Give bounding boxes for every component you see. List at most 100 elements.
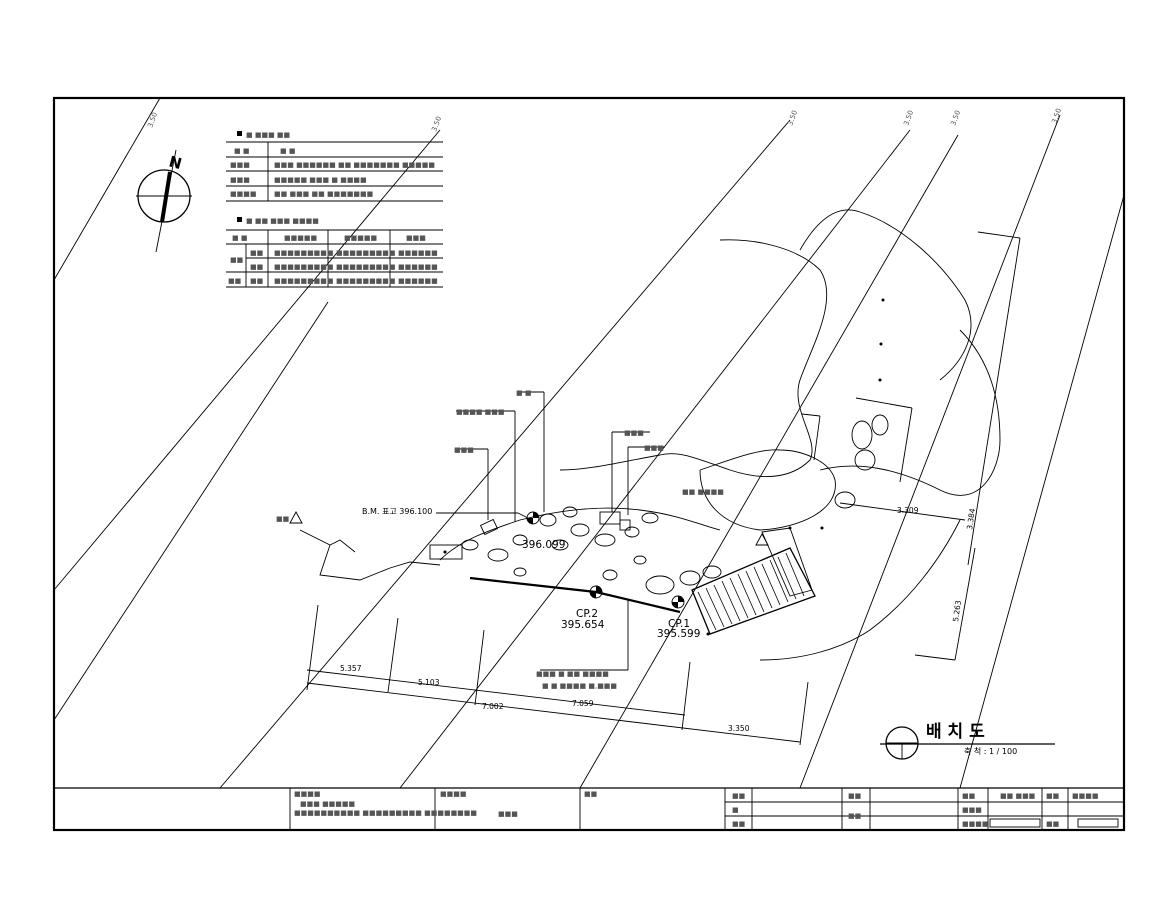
svg-text:■ ■: ■ ■ [516,389,531,397]
svg-text:■■■■■■■■■■ ■■■■■■■■■ ■■■■■■■■: ■■■■■■■■■■ ■■■■■■■■■ ■■■■■■■■ [294,809,477,817]
svg-text:■■■■: ■■■■ [1072,792,1098,800]
svg-text:■■■■: ■■■■ [230,190,256,198]
north-label: N [167,152,184,173]
svg-text:■■■■■■■■■: ■■■■■■■■■ [336,263,396,271]
title-bar-boxes [989,818,1119,828]
svg-text:■■■ ■■■■■: ■■■ ■■■■■ [300,800,355,808]
svg-text:■■■ ■■■■■■ ■■ ■■■■■■■ ■■■■■: ■■■ ■■■■■■ ■■ ■■■■■■■ ■■■■■ [274,161,435,169]
callout-labels: ■ ■ ■■■■ ■■■ ■■■ ■■■ ■■■ ■■ ■■ ■■■■ ■■■ … [276,389,724,690]
svg-text:■■■■■ ■■■ ■ ■■■■: ■■■■■ ■■■ ■ ■■■■ [274,176,367,184]
svg-text:■■■■■: ■■■■■ [284,234,317,242]
svg-text:■■: ■■ [848,812,861,820]
svg-text:■■■■: ■■■■ [440,790,466,798]
info-table-1: ■ ■■■ ■■ ■ ■ ■ ■ ■■■ ■■■ ■■■■■■ ■■ ■■■■■… [226,131,443,202]
svg-text:■■: ■■ [584,790,597,798]
scale-note: 축 척 : 1 / 100 [964,747,1017,756]
svg-text:■■: ■■ [230,256,243,264]
svg-text:■■■: ■■■ [624,429,644,437]
svg-text:■ ■: ■ ■ [280,147,295,155]
svg-text:■■: ■■ [250,249,263,257]
drawing-title: 배 치 도 [926,722,985,742]
cp2-name: CP.2 [576,608,598,620]
north-arrow: N [136,149,192,253]
svg-text:■■■: ■■■ [962,806,982,814]
svg-text:3.50: 3.50 [430,115,443,132]
triangle-markers [289,511,769,546]
terrain-outline [439,209,1001,661]
dimension-label: 5.357 [340,664,362,673]
hatched-deck [691,527,816,635]
dimension-label: 5.103 [418,678,440,687]
contour-lines [53,97,1125,789]
svg-text:■■: ■■ [228,277,241,285]
benchmark-marker [526,511,540,525]
stones [461,414,889,595]
svg-text:■ ■■■ ■■: ■ ■■■ ■■ [246,131,290,139]
svg-text:3.50: 3.50 [902,109,915,126]
svg-text:■■: ■■ [732,792,745,800]
structures [299,511,631,581]
dimension-label: 3.384 [965,508,977,531]
svg-text:■■: ■■ [250,277,263,285]
survey-line [469,576,681,614]
svg-text:■■■: ■■■ [498,810,518,818]
svg-text:■■■■: ■■■■ [962,820,988,828]
svg-text:3.50: 3.50 [1050,107,1063,124]
svg-text:■■■■■■■■■: ■■■■■■■■■ [336,277,396,285]
dimension-lines [306,231,1021,746]
cp2-marker [589,585,603,599]
svg-text:■■■■■: ■■■■■ [344,234,377,242]
sheet-border [52,96,1126,832]
svg-text:■ ■: ■ ■ [234,147,249,155]
svg-text:■■ ■■■ ■■ ■■■■■■■: ■■ ■■■ ■■ ■■■■■■■ [274,190,373,198]
dimension-label: 7.002 [482,702,504,711]
bottom-title-bar [54,787,1124,830]
svg-text:■■■: ■■■ [230,176,250,184]
dimension-label: 3.350 [728,724,750,733]
svg-text:■■■■: ■■■■ [294,790,320,798]
svg-text:■■■■■■: ■■■■■■ [398,263,438,271]
svg-text:■■: ■■ [276,515,289,523]
svg-text:■: ■ [732,806,739,814]
drawing-title-block: 배 치 도 축 척 : 1 / 100 [880,722,1055,760]
svg-text:■ ■■ ■■■ ■■■■: ■ ■■ ■■■ ■■■■ [246,217,319,225]
elevation-mark: 396.099 [522,539,565,551]
dimension-label: 5.263 [951,600,963,623]
svg-text:■■: ■■ [732,820,745,828]
svg-text:■■■■■■■■■: ■■■■■■■■■ [274,263,334,271]
svg-text:■ ■: ■ ■ [232,234,247,242]
svg-text:■■■■■■■■■: ■■■■■■■■■ [274,249,334,257]
svg-text:■■■■ ■■■: ■■■■ ■■■ [456,408,505,416]
svg-text:■■: ■■ [848,792,861,800]
dimension-label: 3.309 [897,506,919,515]
svg-text:■■: ■■ [962,792,975,800]
svg-text:3.50: 3.50 [949,109,962,126]
svg-text:■■: ■■ [250,263,263,271]
svg-text:■■■■■■■■■: ■■■■■■■■■ [336,249,396,257]
info-table-2: ■ ■■ ■■■ ■■■■ ■ ■ ■■■■■ ■■■■■ ■■■ ■■ ■■ … [226,217,443,288]
svg-text:3.50: 3.50 [146,111,159,128]
survey-points [443,298,885,636]
cp2-elevation: 395.654 [561,619,605,631]
svg-text:■■■■■■■■■: ■■■■■■■■■ [274,277,334,285]
contour-ticks: 3.50 3.50 3.50 3.50 3.50 3.50 [146,107,1063,132]
svg-text:■■■: ■■■ [230,161,250,169]
cp1-marker [671,595,685,609]
leader-lines [436,391,665,671]
cp1-name: CP.1 [668,618,690,630]
svg-text:■■■: ■■■ [454,446,474,454]
svg-text:■■: ■■ [1046,792,1059,800]
svg-text:■■ ■■■■: ■■ ■■■■ [682,488,724,496]
svg-text:■■ ■■■: ■■ ■■■ [1000,792,1035,800]
svg-text:■■■: ■■■ [406,234,426,242]
dimension-values: 5.357 5.103 7.002 7.059 3.350 3.309 3.38… [340,506,977,733]
svg-text:■ ■ ■■■■ ■,■■■: ■ ■ ■■■■ ■,■■■ [542,682,617,690]
benchmark-label: B.M. 표고 396.100 [362,507,432,516]
svg-text:3.50: 3.50 [786,109,799,126]
svg-text:■■: ■■ [1046,820,1059,828]
svg-text:■■■: ■■■ [644,444,664,452]
cp1-elevation: 395.599 [657,628,700,640]
svg-text:■■■■■■: ■■■■■■ [398,249,438,257]
title-bar-blurred-text: ■■■■ ■■■ ■■■■■ ■■■■■■■■■■ ■■■■■■■■■ ■■■■… [294,790,1098,828]
